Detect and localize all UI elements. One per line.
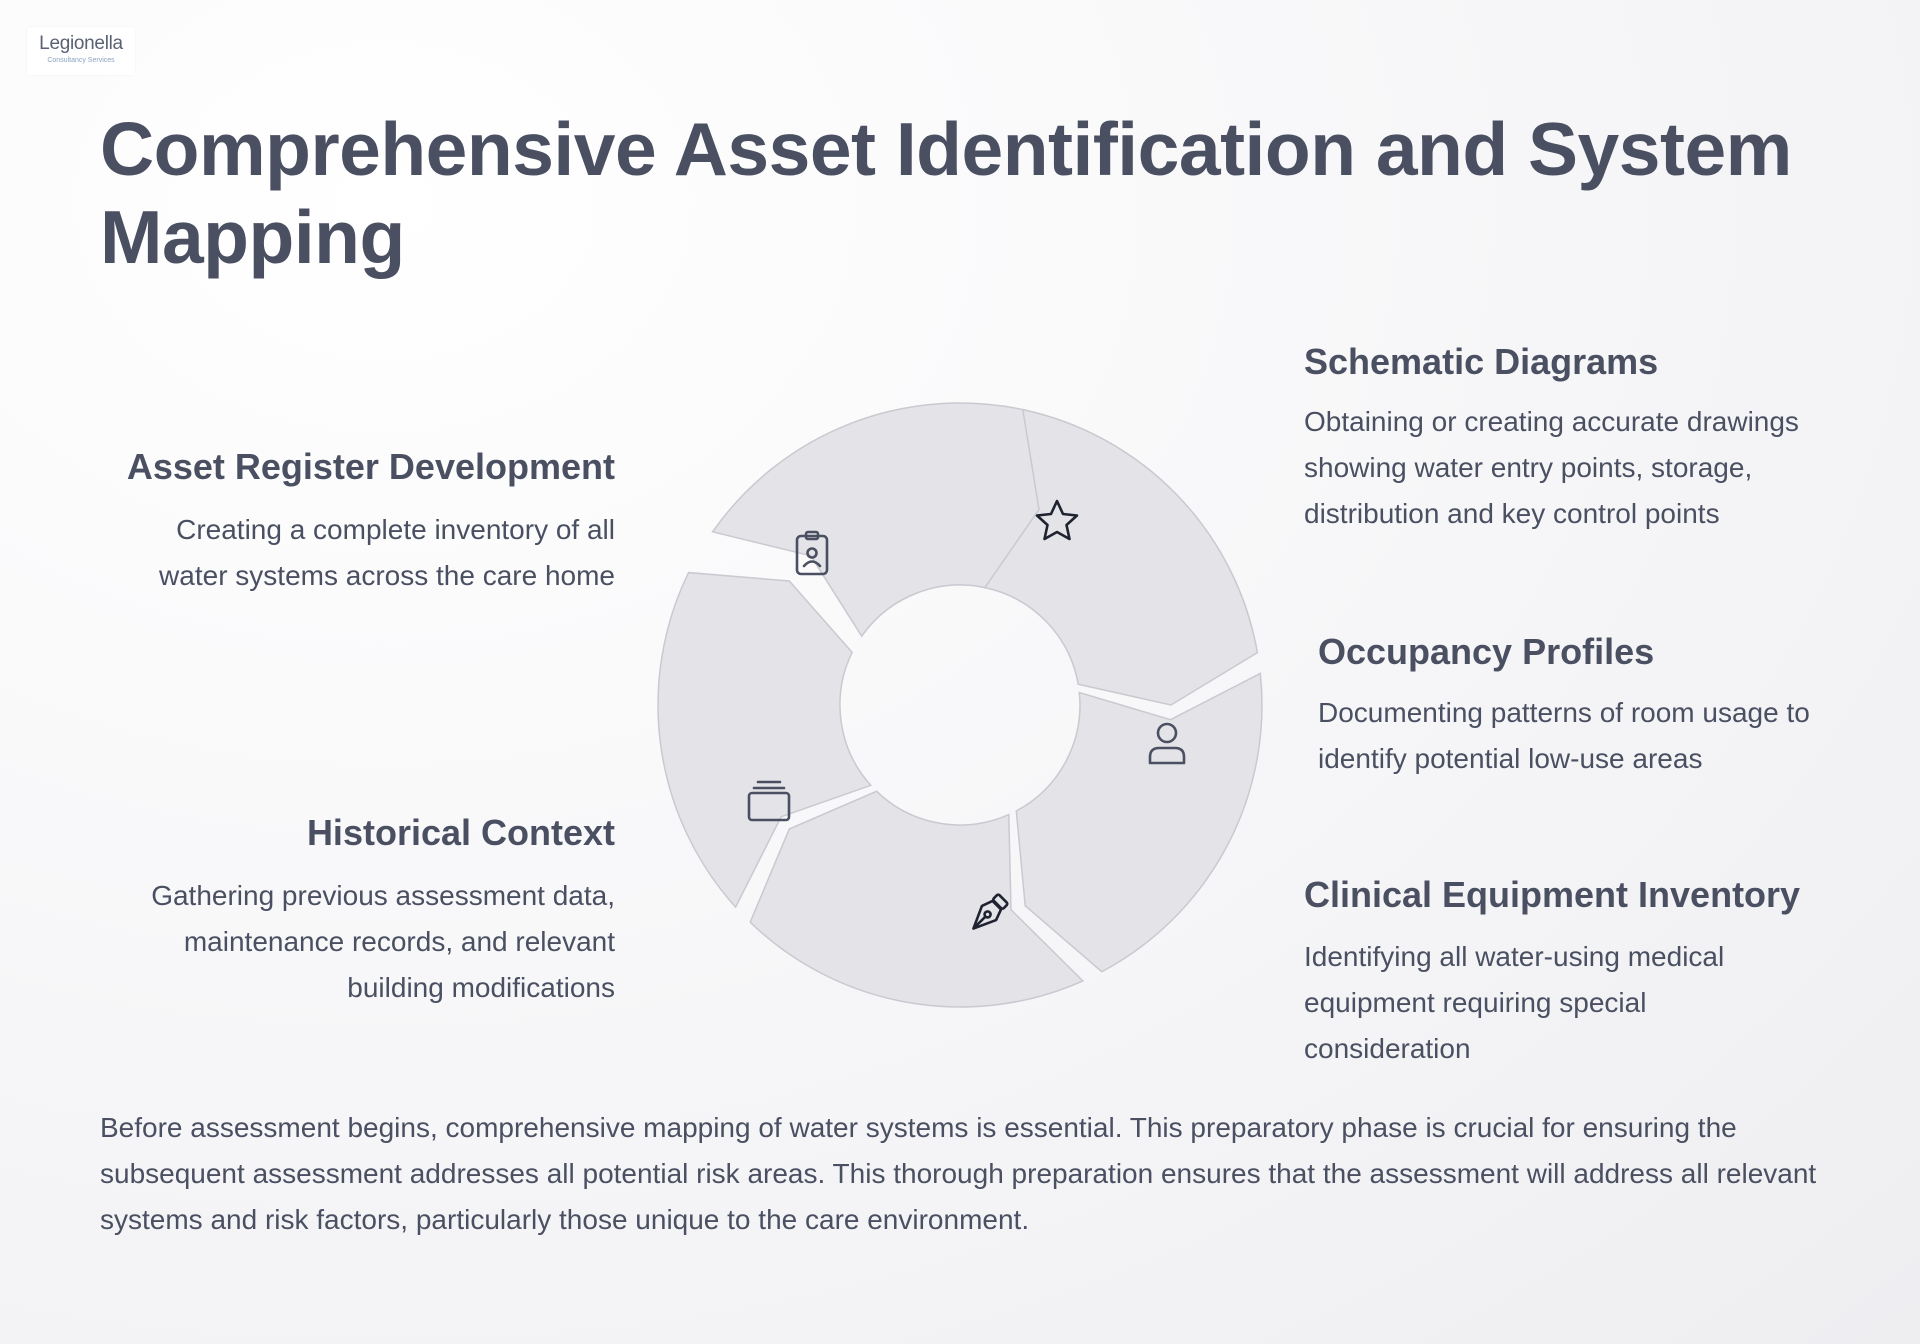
footer-description: Before assessment begins, comprehensive … (100, 1112, 1817, 1235)
star-icon (1035, 499, 1079, 541)
occupancy-profiles-title: Occupancy Profiles (1318, 631, 1655, 672)
logo: Legionella Consultancy Services (27, 27, 135, 75)
logo-name: Legionella (39, 33, 123, 54)
stack-icon (747, 780, 791, 822)
schematic-diagrams-title: Schematic Diagrams (1304, 341, 1659, 382)
asset-register-desc: Creating a complete inventory of all wat… (159, 514, 615, 591)
pen-tool-icon (972, 893, 1009, 930)
user-icon (1148, 722, 1186, 765)
cycle-diagram (657, 402, 1263, 1008)
historical-context-title: Historical Context (306, 812, 615, 853)
segment-clinical-equipment (749, 790, 1085, 1008)
historical-context-desc: Gathering previous assessment data, main… (151, 880, 615, 1003)
segment-schematic-diagrams (983, 408, 1259, 706)
page-title: Comprehensive Asset Identification and S… (100, 107, 1792, 279)
clinical-equipment-desc: Identifying all water-using medical equi… (1304, 941, 1725, 1064)
segment-historical-context (657, 571, 873, 909)
clinical-equipment-title: Clinical Equipment Inventory (1304, 874, 1801, 915)
segment-asset-register (711, 402, 1044, 638)
clipboard-badge-icon (795, 530, 829, 576)
occupancy-profiles-desc: Documenting patterns of room usage to id… (1318, 697, 1810, 774)
segment-occupancy-profiles (1015, 672, 1263, 973)
schematic-diagrams-desc: Obtaining or creating accurate drawings … (1304, 406, 1799, 529)
logo-subtitle: Consultancy Services (47, 57, 115, 64)
asset-register-title: Asset Register Development (126, 446, 615, 487)
